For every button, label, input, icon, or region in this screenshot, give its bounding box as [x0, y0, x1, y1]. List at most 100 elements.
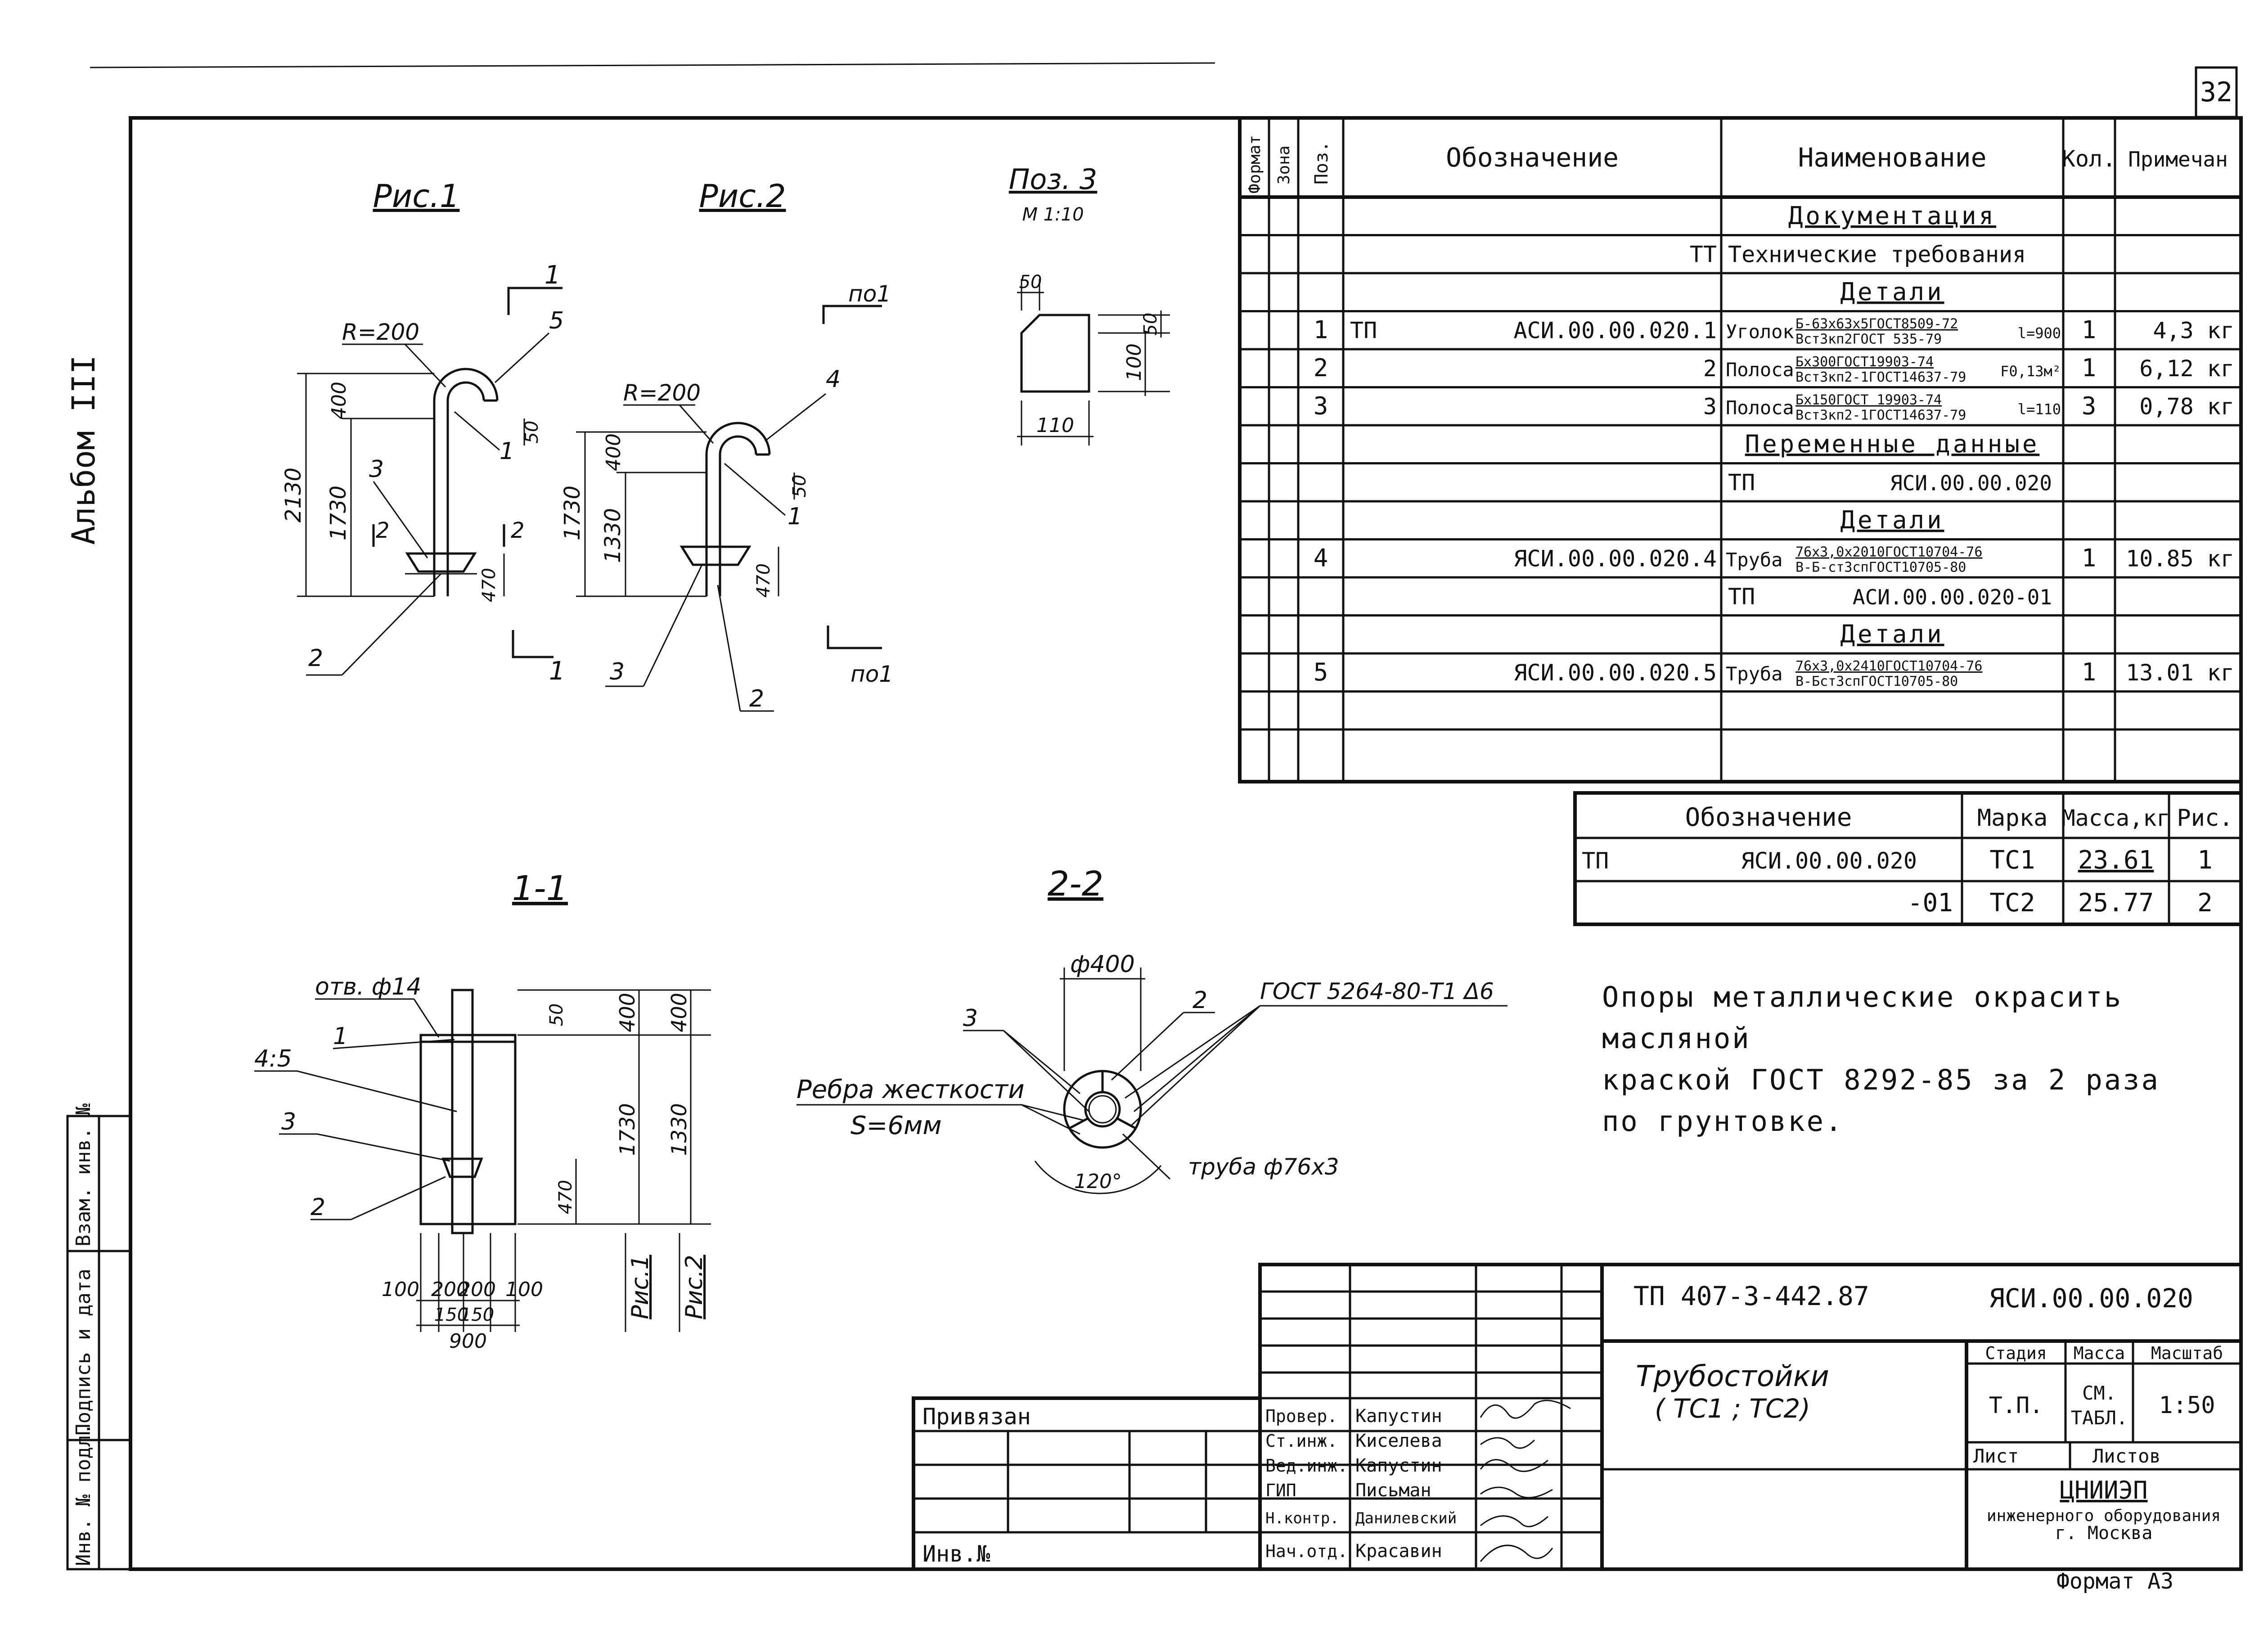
spec-row-code: ЯСИ.00.00.020.4 — [1513, 546, 1717, 572]
signatures — [1480, 1400, 1571, 1562]
spec-row-pos: 2 — [1314, 354, 1328, 382]
role-5: Нач.отд. — [1265, 1541, 1348, 1561]
spec-header-name: Наименование — [1798, 142, 1986, 173]
section11-ric2: Рис.2 — [681, 1255, 708, 1319]
mark-header-mass: Масса,кг — [2062, 805, 2170, 831]
fig2-dim-400: 400 — [602, 433, 625, 471]
spec-row-name: ТП — [1728, 584, 1755, 610]
spec-row-note: 10.85 кг — [2126, 546, 2234, 572]
spec-row-length: l=110 — [2018, 401, 2061, 418]
spec-row-code: 2 — [1703, 356, 1717, 382]
fig2-cut-top-label: по1 — [848, 281, 891, 307]
spec-row-note: 4,3 кг — [2153, 318, 2234, 344]
side-strip: Инв. № подл. Подпись и дата Взам. инв. № — [66, 1103, 132, 1571]
spec-row-note: 13.01 кг — [2126, 660, 2234, 686]
section11-leader-1: 1 — [333, 1023, 348, 1050]
fig2-dim-50: 50 — [789, 475, 810, 498]
spec-row-pos: 1 — [1314, 316, 1328, 344]
fig2-cut-top — [822, 305, 882, 324]
side-replace-label: Взам. инв. № — [72, 1103, 95, 1247]
section22-gost: ГОСТ 5264-80-Т1 Δ6 — [1260, 978, 1494, 1004]
section11-hole: отв. ф14 — [315, 973, 421, 1000]
spec-row-material-1: Б-63х63х5ГОСТ8509-72 — [1796, 316, 1958, 332]
spec-row-section: Детали — [1840, 278, 1944, 306]
sheet-header: Лист — [1973, 1445, 2019, 1467]
pos3-title: Поз. 3 — [1009, 163, 1097, 196]
project-code: ТП 407-3-442.87 — [1634, 1281, 1869, 1311]
fig1-leader-5: 5 — [549, 307, 564, 334]
title-block: Привязан Инв.№ Провер. Ст.инж. Вед.инж. … — [912, 1263, 2243, 1594]
spec-row-material-1: Бх150ГОСТ 19903-74 — [1796, 392, 1942, 408]
fig2-dim-1330: 1330 — [600, 508, 626, 563]
note-line-1: Опоры металлические окрасить масляной — [1602, 981, 2123, 1055]
section11-dim-400b: 400 — [667, 993, 691, 1032]
fig1-leader-2: 2 — [308, 645, 323, 672]
pos3-dim-50-top: 50 — [1019, 272, 1042, 293]
spec-header-qty: Кол. — [2062, 146, 2116, 172]
fig1-cut-top-label: 1 — [544, 261, 561, 290]
section11-bottom-dim-3: 100 — [505, 1278, 543, 1301]
section11-dim-1730: 1730 — [615, 1103, 639, 1156]
mark-header-code: Обозначение — [1685, 803, 1852, 832]
fig1-dim-470: 470 — [479, 568, 500, 602]
spec-row-code-left: ТП — [1350, 318, 1377, 344]
name-5: Красавин — [1355, 1541, 1442, 1562]
fig1-leader-3: 3 — [369, 456, 384, 483]
fig1-title: Рис.1 — [373, 178, 460, 215]
pos3-dim-50-right: 50 — [1140, 313, 1161, 336]
page-number: 32 — [2200, 77, 2232, 108]
spec-header-pos: Поз. — [1311, 141, 1332, 185]
section11-dim-400a: 400 — [615, 993, 639, 1032]
stage-header: Стадия — [1985, 1343, 2047, 1363]
section22-leader-3: 3 — [963, 1005, 978, 1032]
spec-row-name: Технические требования — [1728, 242, 2026, 268]
spec-row-name: Труба — [1726, 663, 1782, 685]
section11-ric1: Рис.1 — [627, 1255, 654, 1319]
spec-row-section: Детали — [1840, 620, 1944, 648]
spec-row-section: Документация — [1788, 202, 1996, 230]
fig2-cut-bottom — [827, 626, 882, 649]
name-0: Капустин — [1355, 1406, 1442, 1427]
org-city: г. Москва — [2055, 1523, 2153, 1544]
mark-header-fig: Рис. — [2177, 805, 2233, 832]
spec-row-name: Уголок — [1726, 321, 1794, 343]
spec-row-pos: 5 — [1314, 658, 1328, 686]
section11-bottom-dim-2: 200 — [458, 1278, 496, 1301]
mark-header-mark: Марка — [1977, 805, 2048, 832]
pos3-dim-110: 110 — [1036, 414, 1074, 437]
scale-header: Масштаб — [2151, 1343, 2223, 1363]
fig1-dim-2130: 2130 — [281, 468, 306, 522]
spec-header-note: Примечан — [2128, 147, 2228, 171]
position-3-detail: Поз. 3 М 1:10 50 110 50 100 — [1009, 163, 1170, 446]
spec-row-code: АСИ.00.00.020.1 — [1513, 318, 1717, 344]
specification-table: Формат Зона Поз. Обозначение Наименовани… — [1238, 116, 2243, 783]
spec-header-format: Формат — [1246, 135, 1264, 194]
fig1-cut-top — [507, 287, 562, 315]
stage-value: Т.П. — [1989, 1392, 2043, 1418]
section22-ribs-s: S=6мм — [850, 1111, 942, 1140]
mark-row2-fig: 2 — [2197, 888, 2213, 918]
spec-row-qty: 1 — [2082, 544, 2097, 572]
spec-row-material-2: Вст3кп2ГОСТ 535-79 — [1796, 332, 1942, 347]
fig2-radius: R=200 — [623, 380, 701, 406]
spec-row-qty: 3 — [2082, 392, 2097, 420]
mark-row2-mass: 25.77 — [2078, 888, 2154, 918]
side-inv-label: Инв. № подл. — [72, 1423, 95, 1566]
fig2-cut-bottom-label: по1 — [850, 661, 893, 687]
spec-row-code: 3 — [1703, 394, 1717, 420]
section11-dim-470: 470 — [555, 1180, 576, 1214]
mark-row1-code: ЯСИ.00.00.020 — [1741, 848, 1917, 874]
spec-row-length: l=900 — [2018, 325, 2061, 342]
section11-ratio: 4:5 — [254, 1045, 292, 1072]
note-line-2: краской ГОСТ 8292-85 за 2 раза — [1602, 1063, 2160, 1096]
spec-row-name: Полоса — [1726, 359, 1794, 381]
section22-leader-2: 2 — [1192, 987, 1207, 1014]
spec-row-material-2: Вст3кп2-1ГОСТ14637-79 — [1796, 369, 1966, 385]
fig1-radius: R=200 — [342, 319, 419, 345]
name-2: Капустин — [1355, 1455, 1442, 1476]
section22-angle: 120° — [1074, 1170, 1122, 1193]
drawing-subtitle: ( ТС1 ; ТС2) — [1655, 1393, 1810, 1424]
fig1-dim-400: 400 — [328, 382, 351, 419]
spec-row-material-1: 76х3,0х2410ГОСТ10704-76 — [1796, 658, 1982, 674]
section-2-2: 2-2 ф400 3 2 ГОСТ 5264-80-Т1 Δ6 Ребра же… — [796, 864, 1508, 1194]
